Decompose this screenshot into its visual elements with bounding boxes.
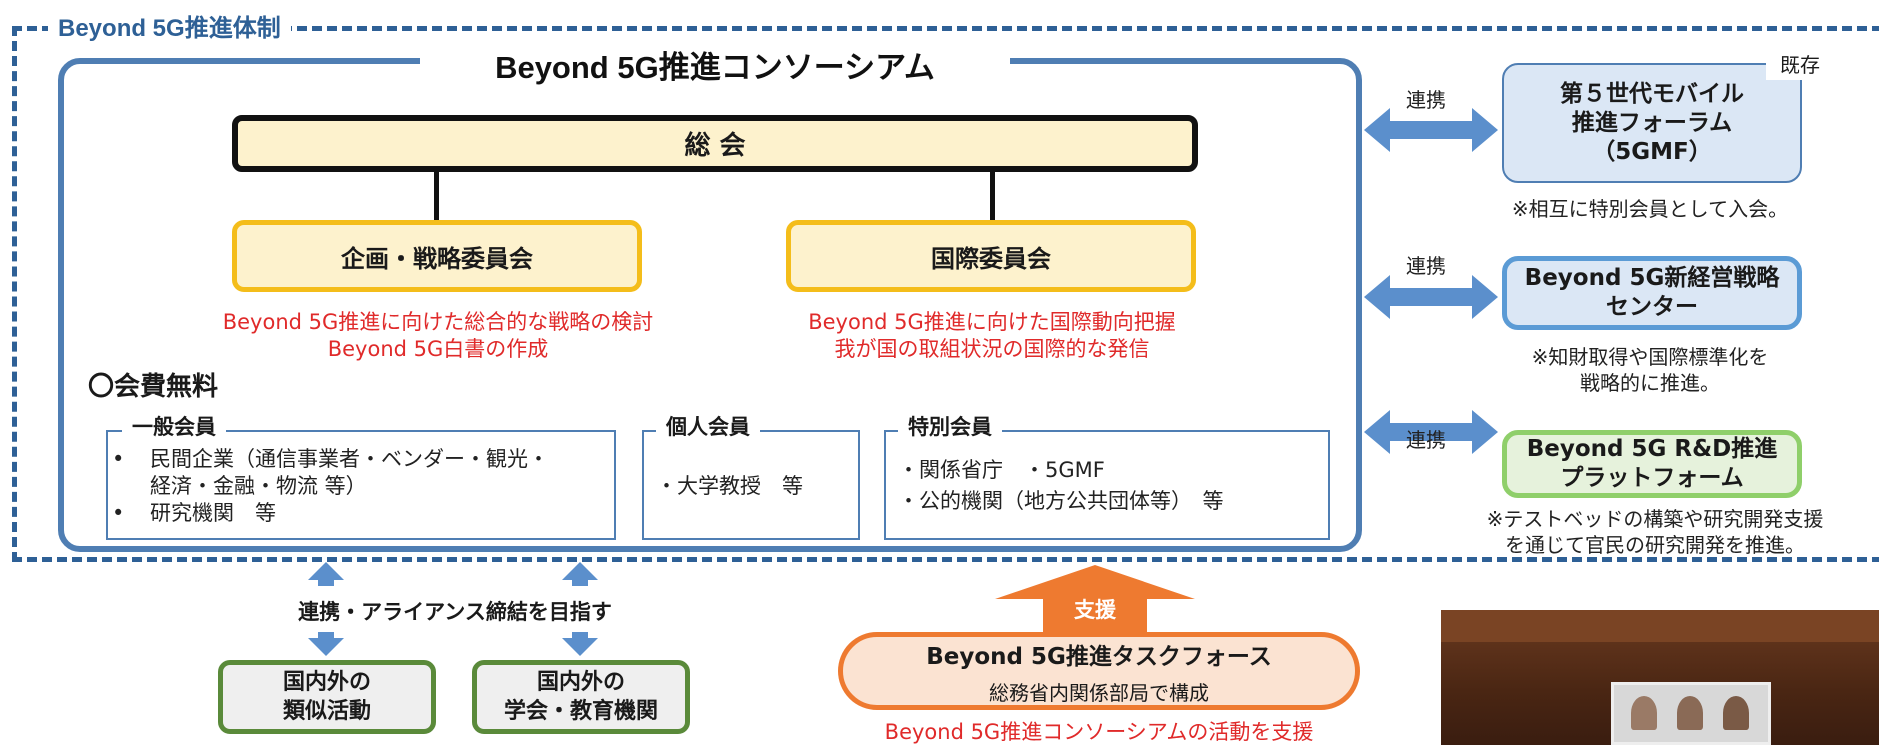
promotion-structure-frame xyxy=(12,26,1879,562)
similar-activities-box: 国内外の 類似活動 xyxy=(218,660,436,734)
general-member-line: 経済・金融・物流 等） xyxy=(150,474,367,498)
5gmf-line: （5GMF） xyxy=(1592,138,1712,165)
description-line: Beyond 5G推進に向けた総合的な戦略の検討 xyxy=(222,310,654,334)
5gmf-box: 第５世代モバイル 推進フォーラム （5GMF） xyxy=(1502,63,1802,183)
bullet: • xyxy=(112,501,125,525)
general-member-line: 研究機関 等 xyxy=(150,501,276,525)
rd-platform-note: ※テストベッドの構築や研究開発支援 を通じて官民の研究開発を推進。 xyxy=(1440,506,1870,558)
taskforce-note: Beyond 5G推進コンソーシアムの活動を支援 xyxy=(884,720,1314,744)
planning-committee-description: Beyond 5G推進に向けた総合的な戦略の検討 Beyond 5G白書の作成 xyxy=(168,309,708,363)
connector-line xyxy=(434,172,439,222)
5gmf-line: 第５世代モバイル xyxy=(1560,80,1744,107)
alliance-label: 連携・アライアンス締結を目指す xyxy=(298,600,612,624)
frame-title: Beyond 5G推進体制 xyxy=(48,8,291,43)
general-member-label: 一般会員 xyxy=(122,411,226,441)
academic-institutions-box: 国内外の 学会・教育機関 xyxy=(472,660,690,734)
existing-badge: 既存 xyxy=(1766,50,1834,80)
planning-strategy-committee: 企画・戦略委員会 xyxy=(232,220,642,292)
double-arrow-icon xyxy=(1364,410,1498,454)
support-arrow xyxy=(995,565,1195,635)
up-arrow-icon xyxy=(562,562,598,586)
taskforce-title: Beyond 5G推進タスクフォース xyxy=(926,643,1272,670)
rd-platform-box: Beyond 5G R&D推進 プラットフォーム xyxy=(1502,430,1802,498)
general-assembly-box: 総 会 xyxy=(232,115,1198,172)
link-label: 連携 xyxy=(1406,428,1446,452)
double-arrow-icon xyxy=(1364,275,1498,319)
special-member-box xyxy=(884,430,1330,540)
note-line: を通じて官民の研究開発を推進。 xyxy=(1505,533,1805,557)
5gmf-note: ※相互に特別会員として入会。 xyxy=(1511,197,1789,221)
special-member-line: ・関係省庁 ・5GMF xyxy=(898,458,1105,482)
general-member-box xyxy=(106,430,616,540)
international-committee-description: Beyond 5G推進に向けた国際動向把握 我が国の取組状況の国際的な発信 xyxy=(752,309,1232,363)
support-label: 支援 xyxy=(1074,598,1116,622)
link-arrows xyxy=(1364,108,1498,454)
description-line: Beyond 5G白書の作成 xyxy=(327,337,549,361)
general-member-line: 民間企業（通信事業者・ベンダー・観光・ xyxy=(150,447,549,471)
note-line: 戦略的に推進。 xyxy=(1580,371,1720,395)
note-line: ※知財取得や国際標準化を xyxy=(1531,345,1769,369)
membership-fee-free: 〇会費無料 xyxy=(88,372,219,402)
link-label: 連携 xyxy=(1406,88,1446,112)
individual-member-label: 個人会員 xyxy=(656,411,760,441)
special-member-list: ・関係省庁 ・5GMF ・公的機関（地方公共団体等） 等 xyxy=(898,457,1224,515)
5gmf-line: 推進フォーラム xyxy=(1571,109,1733,136)
strategy-center-note: ※知財取得や国際標準化を 戦略的に推進。 xyxy=(1470,344,1830,396)
general-member-list: • 民間企業（通信事業者・ベンダー・観光・ 経済・金融・物流 等） • 研究機関 等 xyxy=(112,446,612,527)
similar-line: 類似活動 xyxy=(282,699,371,724)
taskforce-box: Beyond 5G推進タスクフォース 総務省内関係部局で構成 xyxy=(838,632,1360,710)
rd-platform-line: プラットフォーム xyxy=(1560,465,1744,491)
down-arrow-icon xyxy=(308,632,344,656)
note-line: ※テストベッドの構築や研究開発支援 xyxy=(1486,507,1824,531)
link-label: 連携 xyxy=(1406,254,1446,278)
individual-member-line: ・大学教授 等 xyxy=(656,474,803,498)
rd-platform-line: Beyond 5G R&D推進 xyxy=(1526,436,1778,462)
bullet: • xyxy=(112,447,125,471)
double-arrow-icon xyxy=(1364,108,1498,152)
up-arrow-icon xyxy=(308,562,344,586)
international-committee: 国際委員会 xyxy=(786,220,1196,292)
academic-line: 学会・教育機関 xyxy=(503,699,658,724)
conference-photo xyxy=(1441,610,1879,745)
strategy-center-line: Beyond 5G新経営戦略 xyxy=(1524,265,1780,291)
special-member-line: ・公的機関（地方公共団体等） 等 xyxy=(898,489,1224,513)
up-arrow-icon xyxy=(995,565,1195,635)
connector-line xyxy=(990,172,995,222)
description-line: 我が国の取組状況の国際的な発信 xyxy=(834,337,1150,361)
alliance-arrows xyxy=(308,562,598,656)
taskforce-subtitle: 総務省内関係部局で構成 xyxy=(989,680,1209,705)
strategy-center-line: センター xyxy=(1606,294,1698,320)
consortium-title: Beyond 5G推進コンソーシアム xyxy=(420,46,1010,85)
down-arrow-icon xyxy=(562,632,598,656)
new-management-strategy-center-box: Beyond 5G新経営戦略 センター xyxy=(1502,256,1802,330)
similar-line: 国内外の xyxy=(282,670,371,695)
description-line: Beyond 5G推進に向けた国際動向把握 xyxy=(808,310,1176,334)
special-member-label: 特別会員 xyxy=(898,411,1002,441)
academic-line: 国内外の xyxy=(536,670,625,695)
